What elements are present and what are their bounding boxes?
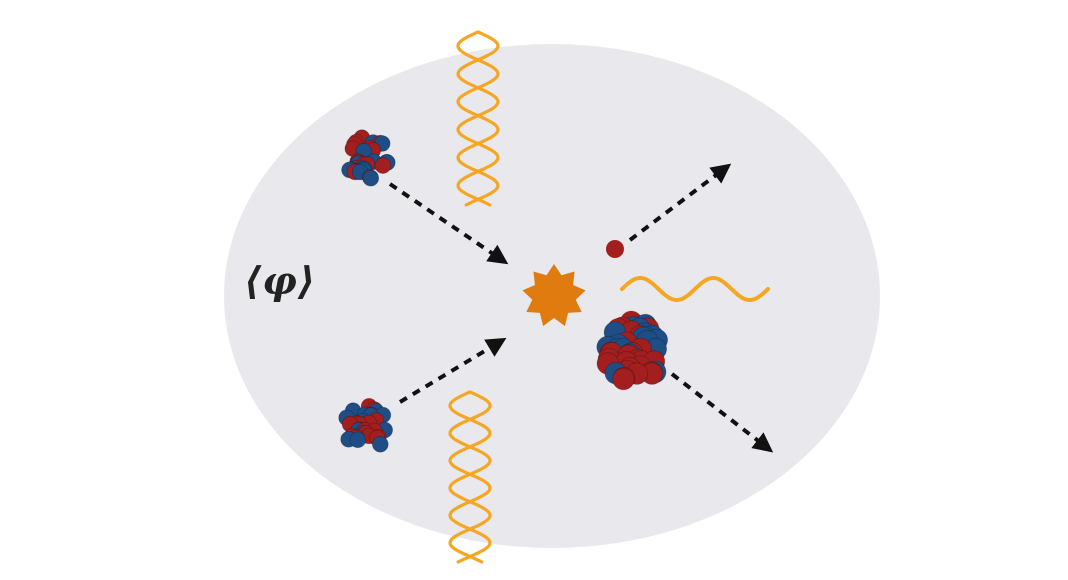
heavy-nucleus-icon [341,129,396,187]
field-wave-icon [456,30,500,207]
neutron-ball [349,431,367,449]
vev-label: ⟨φ⟩ [244,258,317,303]
helix-strand [456,30,500,207]
helix-strand [448,390,492,564]
proton-ball [374,157,392,174]
helix-strand [456,30,500,207]
helix-strand [448,390,492,564]
heavy-nucleus-icon [338,397,394,453]
outgoing-arrow-particle [628,163,732,242]
emitted-wave-icon [620,276,770,302]
neutron-ball [371,435,389,453]
collision-star-icon [522,264,586,327]
emitted-particle-icon [606,240,624,258]
field-wave-icon [448,390,492,564]
heavy-nucleus-icon [596,310,669,391]
outgoing-arrow-nucleus [670,372,774,453]
neutron-ball [362,169,380,187]
proton-ball [612,367,635,391]
incoming-arrow-bottom [398,337,507,404]
